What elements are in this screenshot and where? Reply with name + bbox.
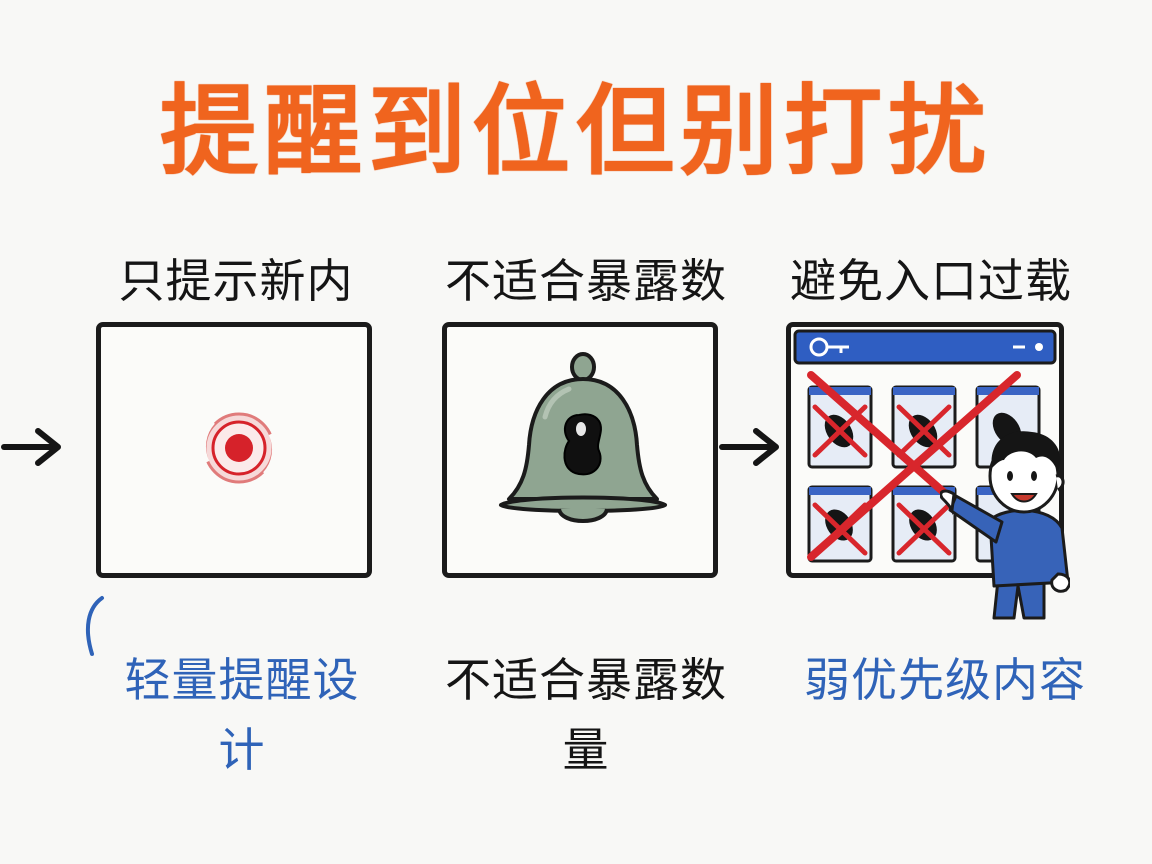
panel-2-heading: 不适合暴露数量 [445, 254, 727, 378]
page-title: 提醒到位但别打扰 [159, 75, 992, 189]
panel-1-frame [96, 322, 372, 578]
panel-3-heading: 避免入口过载 [790, 254, 1072, 308]
red-dot-icon [200, 412, 278, 484]
panel-1-caption: 轻量提醒设计 [124, 653, 360, 777]
bracket-mark-icon [85, 596, 104, 656]
panel-2-frame [442, 322, 718, 578]
arrow-right-icon [719, 428, 779, 466]
panel-2-caption: 不适合暴露数量 [445, 653, 727, 777]
panel-1-heading: 只提示新内容 [118, 254, 354, 378]
panel-3-caption: 弱优先级内容 [804, 653, 1086, 707]
bell-icon [499, 352, 667, 523]
person-pointing-icon [940, 431, 1070, 620]
arrow-right-icon [1, 428, 61, 466]
